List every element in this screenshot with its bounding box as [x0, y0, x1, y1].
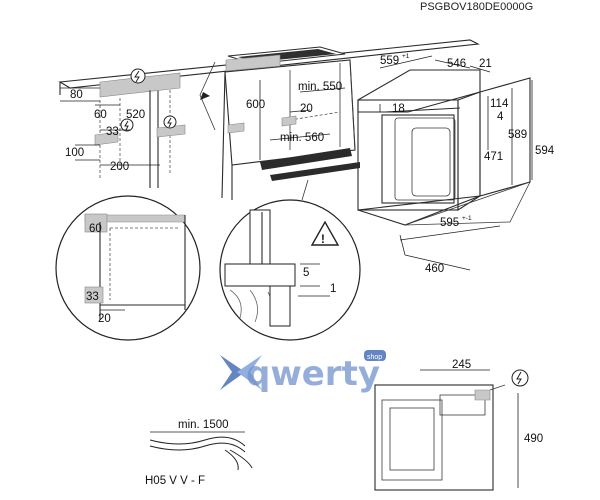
dim-546: 546	[447, 58, 466, 70]
dim-60: 60	[94, 109, 107, 121]
dim-595-tolerance: +-1	[462, 215, 472, 222]
detail-left-dim-20: 20	[98, 313, 111, 325]
back-dim-490: 490	[524, 433, 543, 445]
cable-length: min. 1500	[178, 419, 229, 431]
dim-200: 200	[110, 161, 129, 173]
dim-20: 20	[300, 103, 313, 115]
dim-589: 589	[508, 129, 527, 141]
dim-460: 460	[425, 263, 444, 275]
dim-80: 80	[70, 89, 83, 101]
dim-559-tolerance: +1	[402, 53, 410, 60]
dim-594: 594	[535, 145, 555, 157]
dim-100: 100	[65, 147, 84, 159]
power-connection-icon	[120, 118, 134, 132]
power-connection-icon	[511, 369, 529, 387]
detail-left-dim-33: 33	[86, 291, 99, 303]
model-code: PSGBOV180DE0000G	[420, 1, 533, 13]
dim-4: 4	[497, 111, 504, 123]
detail-right-dim-1: 1	[330, 283, 336, 295]
cable-drawing	[149, 431, 253, 471]
power-connection-icon	[163, 115, 177, 129]
ventilation-strip	[260, 148, 352, 170]
dim-559: 559	[380, 55, 399, 67]
dim-33: 33	[106, 126, 119, 138]
back-dim-245: 245	[452, 359, 471, 371]
dim-114: 114	[490, 98, 509, 110]
detail-circle-left	[55, 195, 201, 341]
dim-21: 21	[479, 58, 492, 70]
svg-text:!: !	[321, 234, 325, 246]
watermark-text: qwerty	[246, 354, 380, 394]
detail-left-dim-60: 60	[89, 223, 102, 235]
detail-right-dim-5: 5	[303, 267, 309, 279]
dim-520: 520	[126, 109, 145, 121]
cabinet-drawing	[58, 39, 480, 200]
dim-min-550: min. 550	[298, 81, 342, 93]
dim-600: 600	[246, 99, 265, 111]
oven-back-view	[374, 369, 529, 491]
dim-471: 471	[484, 151, 503, 163]
dim-18: 18	[392, 103, 405, 115]
power-connection-icon	[130, 68, 146, 84]
watermark-logo: qwerty shop	[220, 350, 386, 394]
dim-min-560: min. 560	[280, 132, 324, 144]
dim-595: 595	[440, 217, 459, 229]
watermark-badge: shop	[367, 354, 382, 361]
oven-drawing	[357, 55, 533, 271]
detail-circle-right: !	[219, 179, 361, 341]
warning-icon	[310, 220, 340, 246]
cable-type: H05 V V - F	[145, 475, 205, 487]
